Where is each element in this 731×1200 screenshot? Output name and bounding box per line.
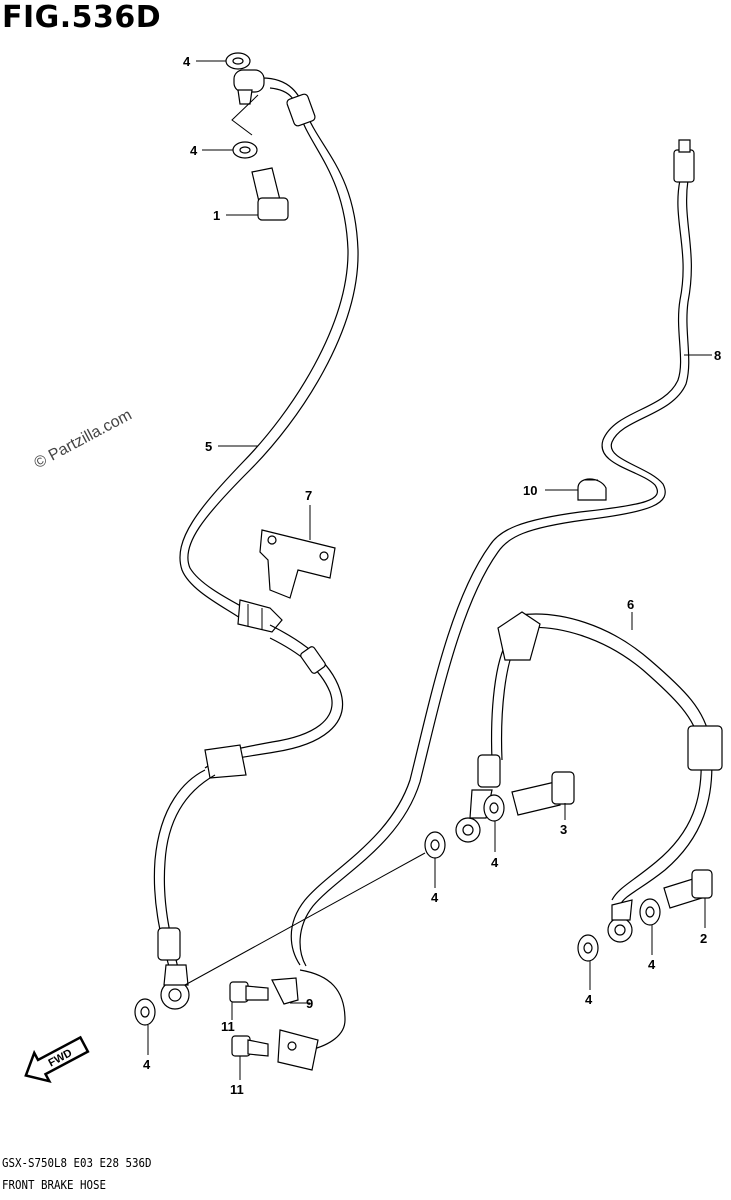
callout-4: 4	[585, 992, 593, 1007]
callout-4: 4	[648, 957, 656, 972]
brake-hose-5-lower[interactable]	[153, 624, 343, 1010]
callout-6: 6	[627, 597, 634, 612]
gasket-washer-lower-left[interactable]	[134, 998, 156, 1026]
gasket-washer-center[interactable]	[424, 831, 446, 859]
union-bolt-3[interactable]	[511, 771, 575, 816]
callout-4: 4	[491, 855, 499, 870]
bolt-11b[interactable]	[231, 1035, 269, 1057]
callout-1: 1	[213, 208, 220, 223]
gasket-washer-top[interactable]	[225, 52, 251, 70]
gasket-washer-mid[interactable]	[483, 794, 505, 822]
callout-4: 4	[190, 143, 198, 158]
figure-title: FIG.536D	[2, 0, 162, 35]
callout-4: 4	[183, 54, 191, 69]
gasket-washer-right[interactable]	[639, 898, 661, 926]
callout-3: 3	[560, 822, 567, 837]
hose-clamp-9[interactable]	[271, 969, 346, 1071]
gasket-washer-upper[interactable]	[232, 141, 258, 159]
callout-10: 10	[523, 483, 537, 498]
union-bolt-2[interactable]	[663, 869, 713, 909]
callout-11: 11	[221, 1019, 235, 1034]
hose-bracket-7[interactable]	[259, 529, 336, 599]
footer-model-code: GSX-S750L8 E03 E28 536D	[2, 1156, 152, 1170]
callout-11: 11	[230, 1082, 244, 1097]
callout-5: 5	[205, 439, 212, 454]
callout-9: 9	[306, 996, 313, 1011]
callout-4: 4	[143, 1057, 151, 1072]
callout-2: 2	[700, 931, 707, 946]
union-bolt-1[interactable]	[251, 167, 289, 221]
callout-8: 8	[714, 348, 721, 363]
brake-hose-6[interactable]	[455, 611, 723, 943]
gasket-washer-lower-right[interactable]	[577, 934, 599, 962]
forward-direction-arrow: FWD	[24, 1035, 90, 1084]
callout-7: 7	[305, 488, 312, 503]
footer-figure-name: FRONT BRAKE HOSE	[2, 1178, 107, 1192]
hose-clamp-10[interactable]	[577, 478, 607, 501]
callout-4: 4	[431, 890, 439, 905]
hose-grommet-upper	[237, 599, 283, 633]
bolt-11a[interactable]	[229, 981, 269, 1003]
brake-hose-5[interactable]	[179, 69, 359, 619]
brake-hose-8[interactable]	[290, 139, 695, 967]
